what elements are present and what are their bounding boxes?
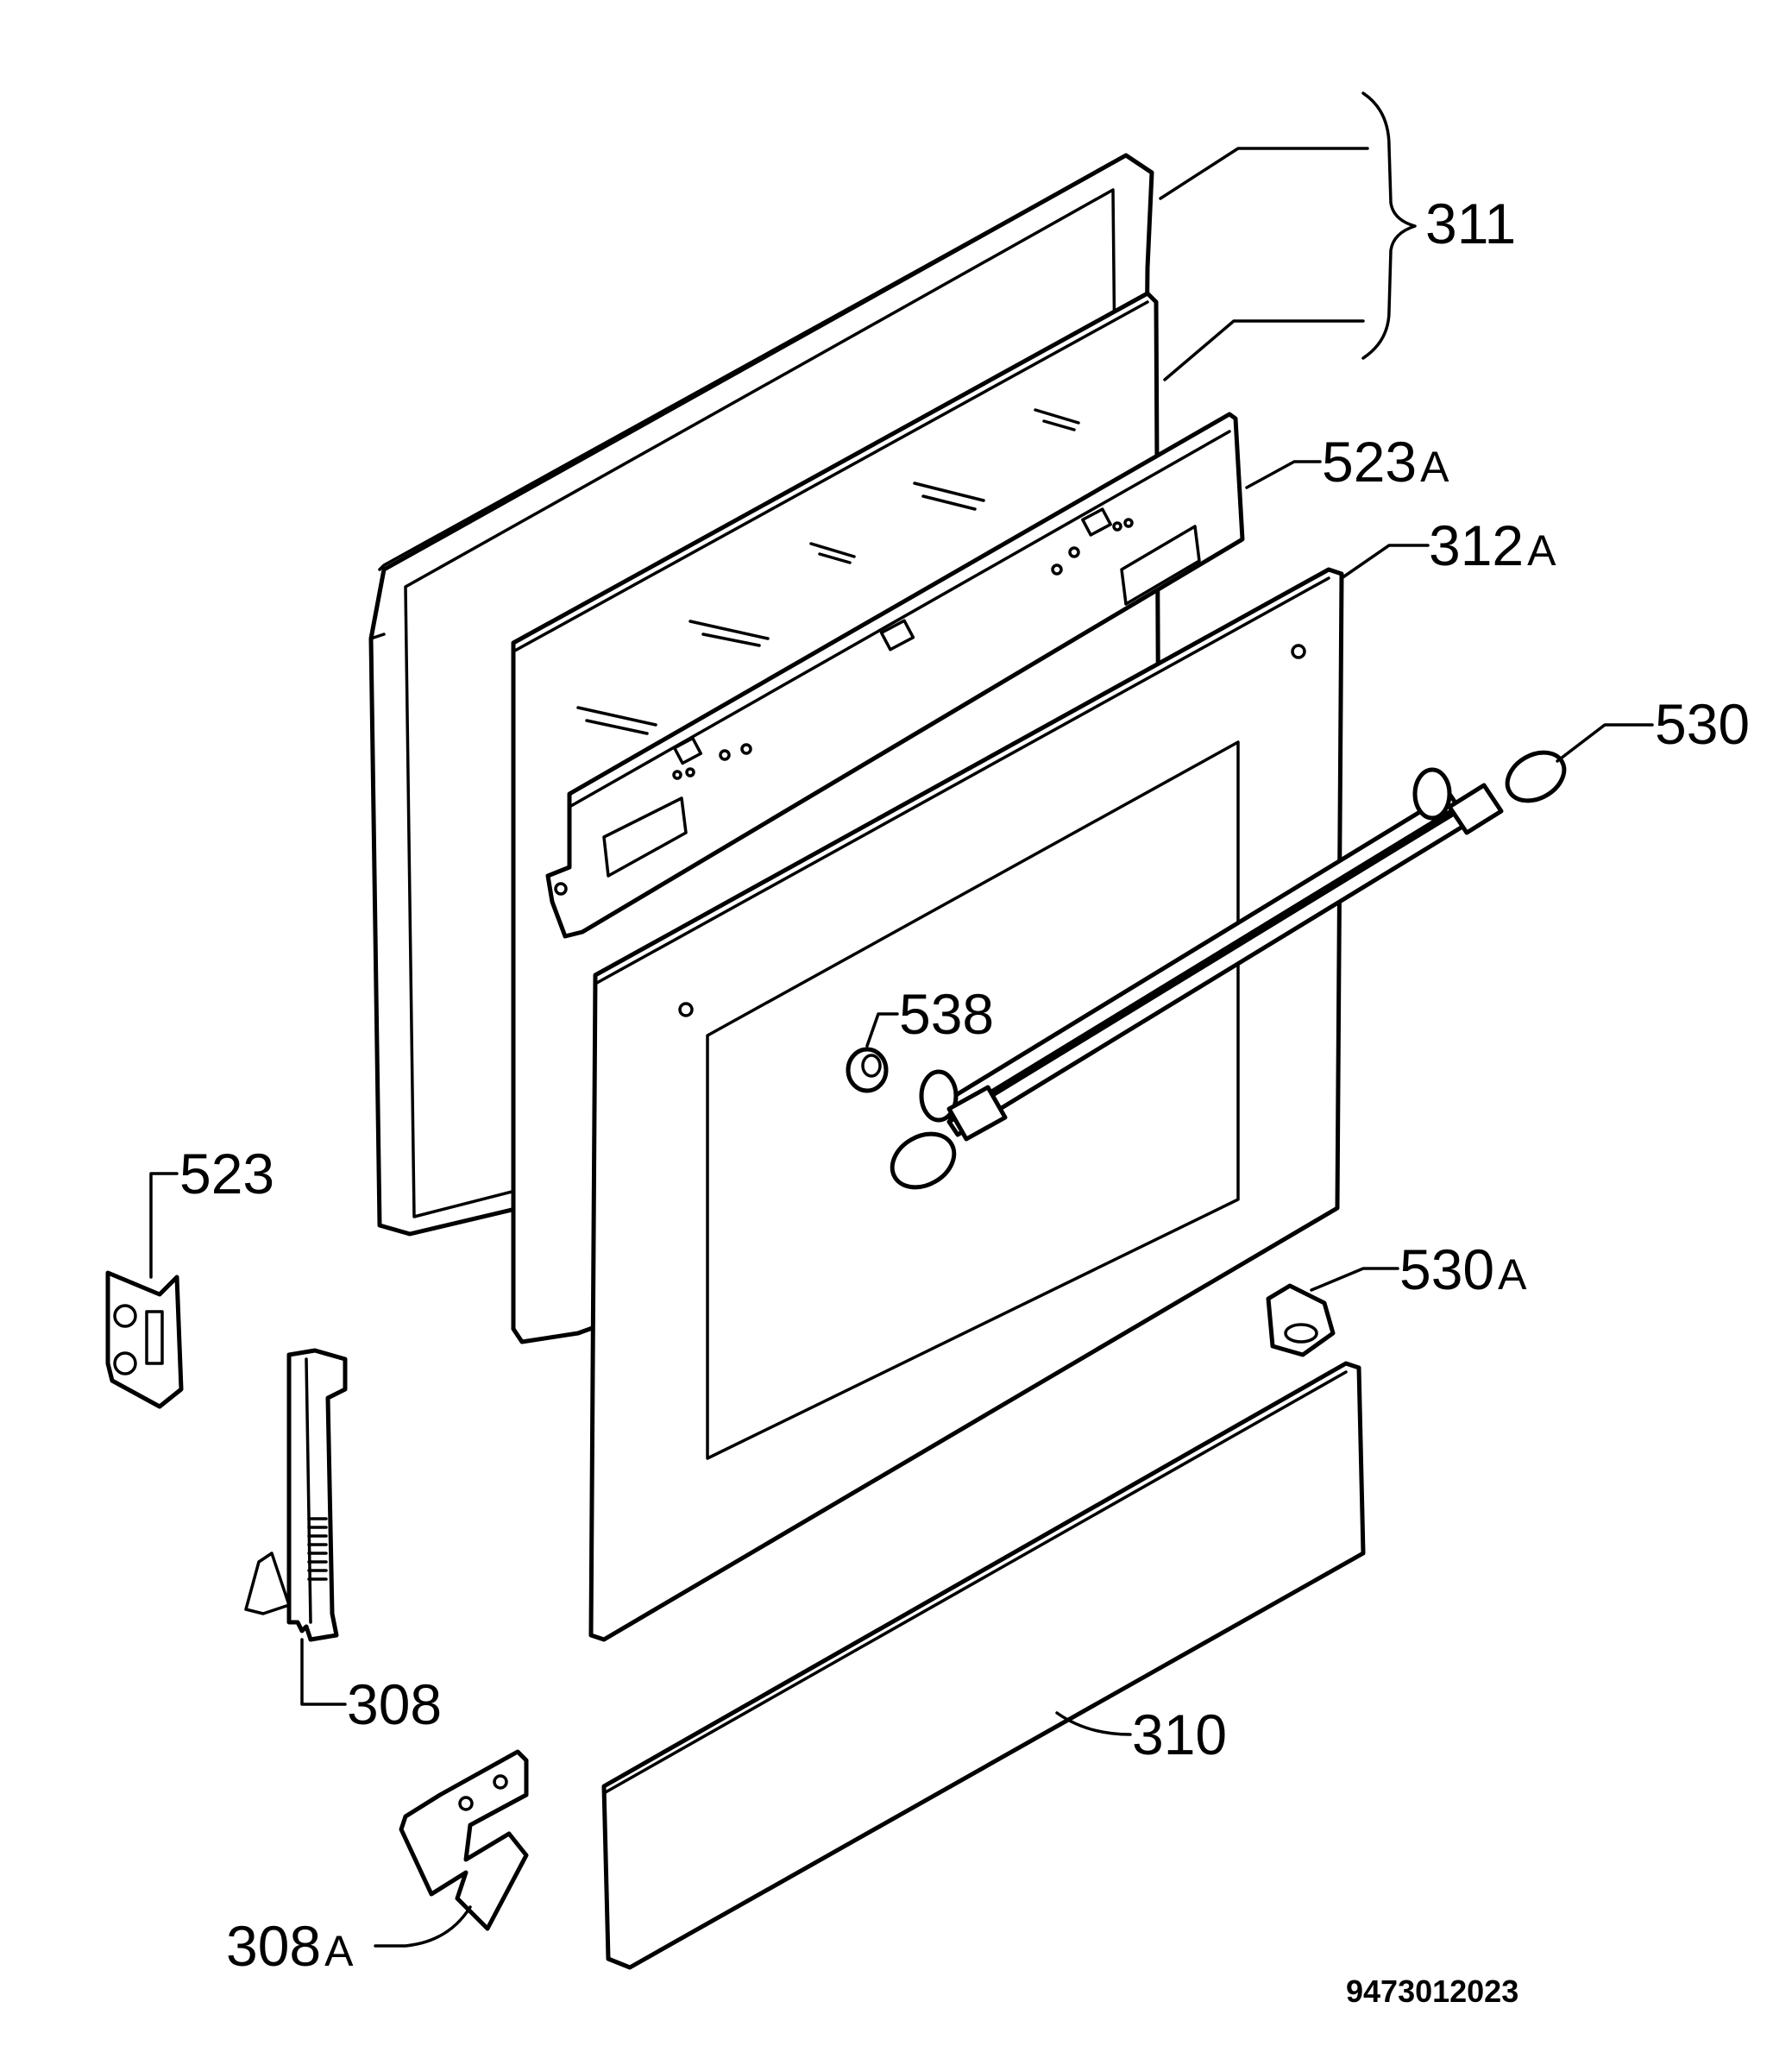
part-308a-hinge-bracket <box>399 1749 529 1931</box>
part-523-hinge-plate <box>105 1270 184 1409</box>
label-523a: 523A <box>1322 430 1449 494</box>
part-523a-inner-bracket <box>545 412 1245 939</box>
leader-lines <box>149 91 1654 1948</box>
label-312a: 312A <box>1429 513 1556 577</box>
drawing-code: 9473012023 <box>1346 1973 1518 2009</box>
part-310-trim-bar <box>601 1361 1366 1970</box>
label-538: 538 <box>899 982 994 1046</box>
part-530-handle <box>890 750 1567 1190</box>
label-310: 310 <box>1132 1703 1227 1766</box>
label-308a: 308A <box>226 1914 354 1978</box>
part-538-cap <box>846 1047 889 1093</box>
label-530: 530 <box>1655 692 1750 756</box>
label-523: 523 <box>179 1142 274 1205</box>
part-530a-foot <box>1266 1283 1336 1357</box>
label-308: 308 <box>347 1672 442 1736</box>
label-530a: 530A <box>1399 1237 1527 1301</box>
label-311: 311 <box>1425 192 1516 255</box>
part-308-hinge-arm <box>244 1348 348 1642</box>
